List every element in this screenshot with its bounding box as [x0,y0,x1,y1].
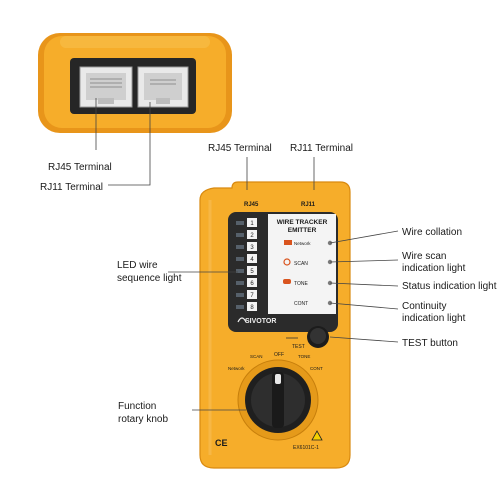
led-number-box [247,242,257,251]
rotary-knob[interactable] [237,359,319,441]
rj45-port[interactable] [79,66,133,108]
led-number-6: 6 [250,281,254,287]
knob-tone-label: TONE [298,354,310,359]
led-light-1 [236,221,244,225]
mode-tone-label: TONE [294,281,308,287]
led-number-box [247,230,257,239]
led-number-1: 1 [250,221,254,227]
ce-mark: CE [215,438,228,448]
title-line1: WIRE TRACKER [277,219,328,226]
led-number-box [247,290,257,299]
function-label-line1: Function [118,401,156,412]
led-number-box [247,254,257,263]
led-number-5: 5 [250,269,254,275]
continuity-label-line2: indication light [402,313,466,324]
led-light-2 [236,233,244,237]
rj45-terminal-left-label: RJ45 Terminal [48,162,112,173]
led-number-3: 3 [250,245,254,251]
test-button[interactable] [307,326,329,348]
knob-network-label: Network [228,366,245,371]
mode-network-label: Network [294,241,311,246]
mode-scan-label: SCAN [294,261,308,267]
led-column: 1 2 3 4 5 6 7 8 [236,218,257,311]
wire-collation-label: Wire collation [402,227,462,238]
wire-scan-label-line1: Wire scan [402,251,446,262]
emitter-device: RJ45 RJ11 WIRE TRACKER EMITTER Network S… [199,181,351,469]
model-label: EX6101C-1 [293,445,319,451]
test-label: TEST [292,344,305,350]
test-button-label: TEST button [402,338,458,349]
connector-unit [38,33,232,133]
led-light-4 [236,257,244,261]
led-label-line1: LED wire [117,260,158,271]
wire-scan-label-line2: indication light [402,263,466,274]
led-number-7: 7 [250,293,254,299]
brand-label: SIVOTOR [245,318,276,325]
led-number-box [247,266,257,275]
led-number-4: 4 [250,257,254,263]
callout-lines-top [95,98,151,186]
led-light-3 [236,245,244,249]
rj45-terminal-top-label: RJ45 Terminal [208,143,272,154]
callout-lines-main [168,157,399,411]
mode-cont-label: CONT [294,301,308,307]
network-icon [284,240,292,245]
led-light-5 [236,269,244,273]
led-number-box [247,218,257,227]
led-number-8: 8 [250,305,254,311]
led-number-2: 2 [250,233,254,239]
led-light-7 [236,293,244,297]
function-label-line2: rotary knob [118,414,168,425]
knob-scan-label: SCAN [250,354,263,359]
rj11-port[interactable] [137,66,189,108]
magnifier-icon [283,258,291,266]
rj11-terminal-top-label: RJ11 Terminal [290,143,353,154]
knob-pointer [275,374,281,384]
led-number-box [247,302,257,311]
led-label-line2: sequence light [117,273,182,284]
title-line2: EMITTER [288,227,317,234]
led-number-box [247,278,257,287]
phone-icon [283,279,291,284]
led-light-6 [236,281,244,285]
led-light-8 [236,305,244,309]
warning-icon [311,430,323,441]
rj45-port-label: RJ45 [244,202,259,208]
status-light-label: Status indication light [402,281,497,292]
continuity-label-line1: Continuity [402,301,446,312]
knob-off-label: OFF [274,352,284,358]
brand-logo-icon [237,317,247,323]
mode-panel [268,214,336,314]
rj11-terminal-left-label: RJ11 Terminal [40,182,103,193]
knob-cont-label: CONT [310,366,323,371]
rj11-port-label: RJ11 [301,202,316,208]
